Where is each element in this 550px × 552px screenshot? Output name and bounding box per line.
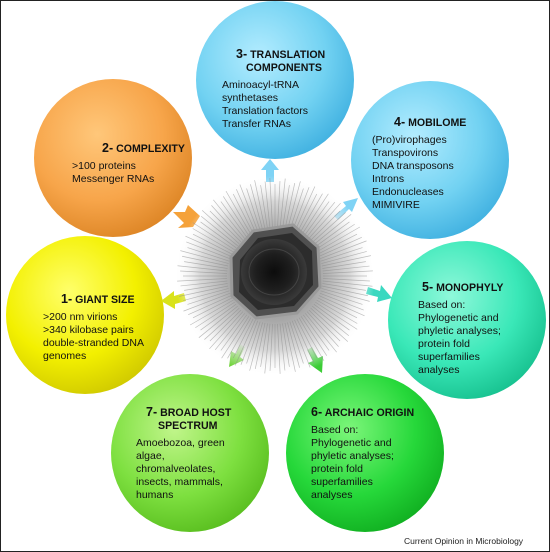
panel-1-line: genomes xyxy=(43,350,87,362)
arrow-to-translation xyxy=(261,159,279,182)
panel-6-line: analyses xyxy=(311,489,353,501)
panel-7-line: Amoebozoa, green xyxy=(136,437,225,449)
panel-5-line: protein fold xyxy=(418,338,470,350)
figure-credit: Current Opinion in Microbiology xyxy=(404,536,524,546)
panel-7-number: 7- xyxy=(146,405,158,419)
panel-2-line: Messenger RNAs xyxy=(72,173,155,185)
panel-3-line: Transfer RNAs xyxy=(222,118,292,130)
panel-4-title: 4- MOBILOME xyxy=(372,116,466,130)
panel-5-circle xyxy=(388,241,546,399)
panel-2-line: >100 proteins xyxy=(72,160,136,172)
panel-3-circle xyxy=(196,1,354,159)
panel-7-title: SPECTRUM xyxy=(136,420,231,433)
panel-6-title-text: ARCHAIC ORIGIN xyxy=(324,407,415,419)
panel-1: 1- GIANT SIZE >200 nm virions>340 kilobas… xyxy=(43,293,144,363)
panel-5-line: Phylogenetic and xyxy=(418,312,499,324)
panel-6-number: 6- xyxy=(311,405,323,419)
panel-5-line: analyses xyxy=(418,364,460,376)
panel-3-title: 3- TRANSLATION xyxy=(222,48,325,62)
panel-3-title: COMPONENTS xyxy=(222,62,325,75)
panel-5-line: superfamilies xyxy=(418,351,480,363)
panel-4-line: Transpovirons xyxy=(372,147,439,159)
panel-7-title: 7- BROAD HOST xyxy=(136,406,231,420)
panel-4-line: Introns xyxy=(372,173,405,185)
panel-6-line: Based on: xyxy=(311,424,359,436)
panel-6-line: phyletic analyses; xyxy=(311,450,394,462)
panel-7-line: humans xyxy=(136,489,174,501)
panel-2-number: 2- xyxy=(102,141,114,155)
panel-4-line: DNA transposons xyxy=(372,160,454,172)
panel-6-line: protein fold xyxy=(311,463,363,475)
panel-2-title: 2- COMPLEXITY xyxy=(72,142,185,156)
panel-1-line: double-stranded DNA xyxy=(43,337,144,349)
panel-6: 6- ARCHAIC ORIGIN Based on:Phylogenetic a… xyxy=(311,406,414,502)
panel-1-number: 1- xyxy=(61,292,73,306)
panel-4-line: MIMIVIRE xyxy=(372,199,420,211)
panel-1-title: 1- GIANT SIZE xyxy=(43,293,144,307)
panel-5-line: Based on: xyxy=(418,299,466,311)
panel-2-circle xyxy=(34,79,192,237)
panel-7-circle xyxy=(111,374,269,532)
panel-5-line: phyletic analyses; xyxy=(418,325,501,337)
panel-4-circle xyxy=(351,81,509,239)
mimivirus-virion xyxy=(175,176,375,376)
panel-2-title-text: COMPLEXITY xyxy=(116,143,185,155)
panel-6-line: superfamilies xyxy=(311,476,373,488)
panel-4-line: (Pro)virophages xyxy=(372,134,447,146)
panel-6-circle xyxy=(286,374,444,532)
panel-4-line: Endonucleases xyxy=(372,186,444,198)
panel-3-line: Aminoacyl-tRNA xyxy=(222,79,300,91)
panel-7-line: chromalveolates, xyxy=(136,463,216,475)
panel-7-title-text: SPECTRUM xyxy=(158,420,218,432)
panel-3-number: 3- xyxy=(236,47,248,61)
panel-7-line: insects, mammals, xyxy=(136,476,223,488)
panel-5-number: 5- xyxy=(422,280,434,294)
panel-5-title: 5- MONOPHYLY xyxy=(418,281,503,295)
panel-3-title-text: COMPONENTS xyxy=(246,62,322,74)
panel-1-line: >200 nm virions xyxy=(43,311,118,323)
panel-6-title: 6- ARCHAIC ORIGIN xyxy=(311,406,414,420)
panel-1-circle xyxy=(6,236,164,394)
panel-3-title-text: TRANSLATION xyxy=(250,49,326,61)
panel-6-line: Phylogenetic and xyxy=(311,437,392,449)
panel-7-line: algae, xyxy=(136,450,165,462)
panel-3-line: synthetases xyxy=(222,92,279,104)
panel-7-title-text: BROAD HOST xyxy=(160,407,232,419)
panel-1-title-text: GIANT SIZE xyxy=(75,294,135,306)
panel-4-number: 4- xyxy=(394,115,406,129)
panel-1-line: >340 kilobase pairs xyxy=(43,324,134,336)
panel-5-title-text: MONOPHYLY xyxy=(436,282,504,294)
panel-4-title-text: MOBILOME xyxy=(408,117,467,129)
panel-3-line: Translation factors xyxy=(222,105,308,117)
